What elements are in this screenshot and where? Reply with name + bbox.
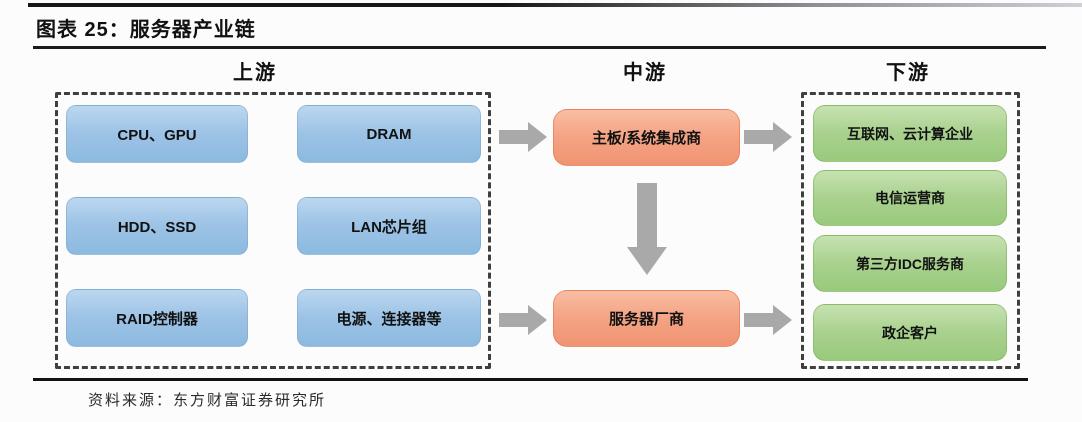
- node-power-connectors: 电源、连接器等: [297, 289, 481, 347]
- node-cpu-gpu: CPU、GPU: [66, 105, 248, 163]
- top-divider: [28, 3, 1082, 7]
- node-third-party-idc-providers: 第三方IDC服务商: [813, 235, 1007, 292]
- arrow-down-icon: [627, 183, 667, 275]
- arrow-right-icon: [499, 305, 547, 335]
- bottom-divider: [33, 378, 1028, 381]
- column-header-upstream: 上游: [233, 62, 277, 84]
- arrow-right-icon: [499, 122, 547, 152]
- node-lan-chipset: LAN芯片组: [297, 197, 481, 255]
- downstream-group-frame: [801, 92, 1020, 369]
- upstream-group-frame: [55, 92, 491, 369]
- node-server-manufacturer: 服务器厂商: [553, 290, 740, 347]
- node-internet-cloud-companies: 互联网、云计算企业: [813, 105, 1007, 162]
- column-header-midstream: 中游: [623, 62, 667, 84]
- node-raid-controller: RAID控制器: [66, 289, 248, 347]
- node-motherboard-system-integrator: 主板/系统集成商: [553, 109, 740, 166]
- node-telecom-operators: 电信运营商: [813, 170, 1007, 226]
- node-government-enterprise-customers: 政企客户: [813, 304, 1007, 361]
- source-note: 资料来源：东方财富证券研究所: [88, 393, 327, 409]
- arrow-right-icon: [744, 305, 792, 335]
- figure-title: 图表 25：服务器产业链: [36, 19, 256, 41]
- node-hdd-ssd: HDD、SSD: [66, 197, 248, 255]
- node-dram: DRAM: [297, 105, 481, 163]
- arrow-right-icon: [744, 122, 792, 152]
- title-underline: [33, 46, 1046, 49]
- column-header-downstream: 下游: [886, 62, 930, 84]
